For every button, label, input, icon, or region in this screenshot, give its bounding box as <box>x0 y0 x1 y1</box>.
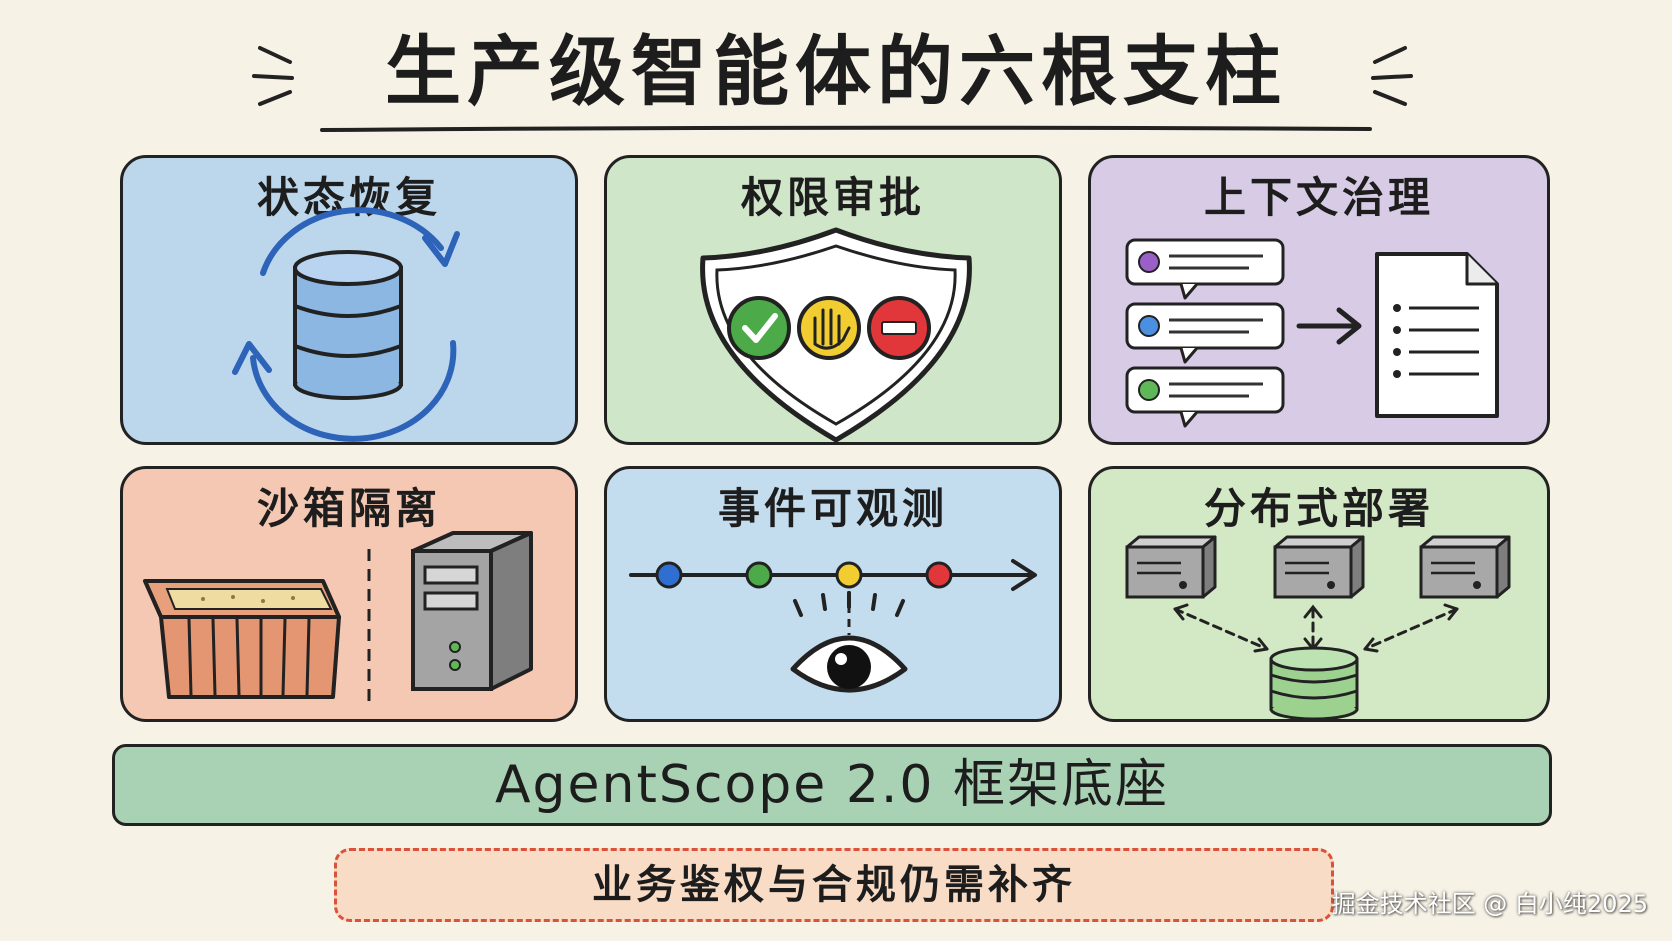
panel-title: 沙箱隔离 <box>256 484 441 533</box>
panel-title: 分布式部署 <box>1203 484 1434 533</box>
panel-title: 上下文治理 <box>1203 173 1434 222</box>
cycle-arrows-icon <box>232 207 460 442</box>
database-icon <box>293 250 403 400</box>
panel-event-observability: 事件可观测 <box>604 466 1062 722</box>
base-framework-bar: AgentScope 2.0 框架底座 <box>112 744 1552 826</box>
watermark: 掘金技术社区 @ 白小纯2025 <box>1331 890 1648 918</box>
arrow-right-icon <box>1296 307 1362 345</box>
panel-state-recovery: 状态恢复 <box>120 155 578 445</box>
server-tower-icon <box>411 531 533 691</box>
title-spark-left-icon <box>252 46 294 106</box>
panel-context-governance: 上下文治理 <box>1088 155 1550 445</box>
panel-sandbox-isolation: 沙箱隔离 <box>120 466 578 722</box>
chat-bubble-icon <box>1125 238 1285 300</box>
server-icon <box>1125 535 1217 599</box>
sync-links <box>1173 603 1459 653</box>
eye-icon <box>790 591 908 693</box>
server-icon <box>1419 535 1511 599</box>
panel-title: 权限审批 <box>740 173 925 222</box>
timeline-icon <box>629 559 1037 591</box>
database-icon <box>1269 646 1359 721</box>
title-underline <box>320 125 1372 132</box>
compliance-note: 业务鉴权与合规仍需补齐 <box>334 848 1334 922</box>
document-icon <box>1375 252 1499 418</box>
minus-icon <box>867 296 931 360</box>
hand-stop-icon <box>797 296 861 360</box>
panel-title: 事件可观测 <box>717 484 948 533</box>
server-icon <box>1273 535 1365 599</box>
chat-bubble-icon <box>1125 302 1285 364</box>
page-title: 生产级智能体的六根支柱 <box>385 27 1287 116</box>
panel-distributed-deployment: 分布式部署 <box>1088 466 1550 722</box>
chat-bubble-icon <box>1125 366 1285 428</box>
check-icon <box>727 296 791 360</box>
title-spark-right-icon <box>1371 46 1413 106</box>
panel-permission-approval: 权限审批 <box>604 155 1062 445</box>
sandbox-box-icon <box>143 579 341 699</box>
panel-title: 状态恢复 <box>256 173 441 222</box>
